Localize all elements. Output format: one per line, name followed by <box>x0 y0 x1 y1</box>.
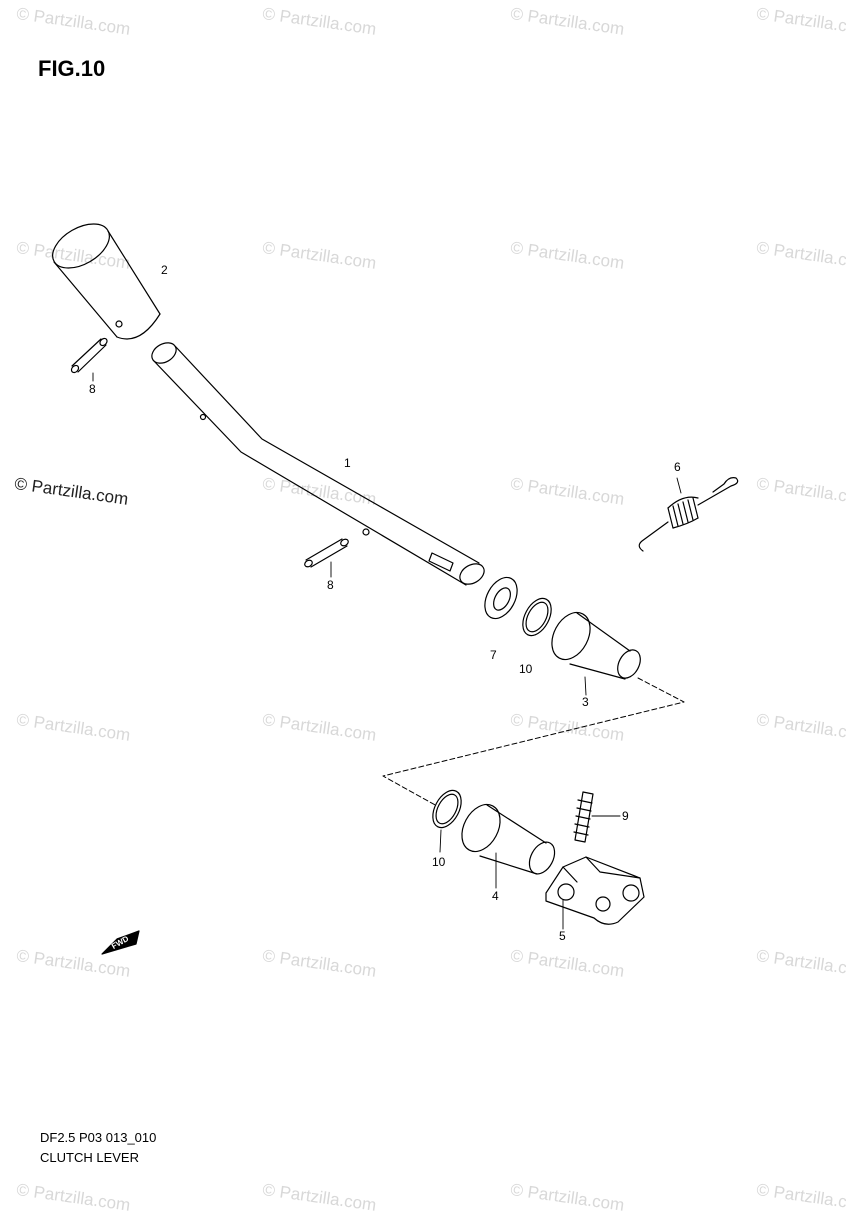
part-1-lever <box>151 342 485 586</box>
part-7-washer <box>484 576 518 620</box>
callout-2: 2 <box>161 263 168 277</box>
callout-7: 7 <box>490 648 497 662</box>
callout-3: 3 <box>582 695 589 709</box>
part-8-pin-upper <box>70 337 108 374</box>
diagram-caption: CLUTCH LEVER <box>40 1150 139 1165</box>
callout-1: 1 <box>344 456 351 470</box>
callout-6: 6 <box>674 460 681 474</box>
part-4-bushing <box>461 803 556 875</box>
part-5-bracket <box>545 856 645 925</box>
figure-title: FIG.10 <box>38 56 106 81</box>
fwd-arrow-icon <box>101 930 140 955</box>
part-3-bushing <box>551 611 641 680</box>
callout-8-lower: 8 <box>327 578 334 592</box>
callout-4: 4 <box>492 889 499 903</box>
callout-5: 5 <box>559 929 566 943</box>
part-8-pin-lower <box>304 538 349 568</box>
callout-8-upper: 8 <box>89 382 96 396</box>
callout-10-upper: 10 <box>519 662 533 676</box>
part-10-ring-upper <box>522 597 552 637</box>
leader-lines <box>92 372 682 930</box>
part-2-grip <box>52 223 161 340</box>
part-9-spring-pin <box>573 791 594 843</box>
callout-9: 9 <box>622 809 629 823</box>
callout-10-lower: 10 <box>432 855 446 869</box>
diagram-code: DF2.5 P03 013_010 <box>40 1130 157 1145</box>
part-6-spring <box>638 477 739 552</box>
part-10-ring-lower <box>432 789 462 829</box>
connector-lines <box>382 677 685 807</box>
